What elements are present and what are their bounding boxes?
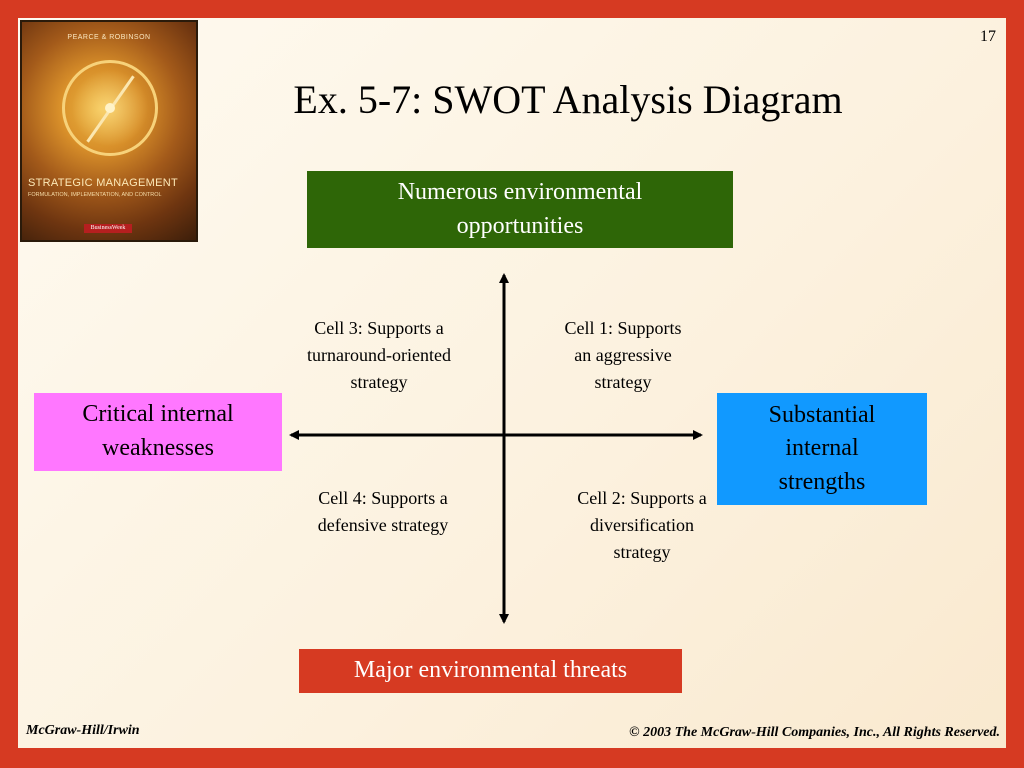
cell-4-label: Cell 4: Supports a defensive strategy <box>290 485 476 539</box>
businessweek-logo: BusinessWeek <box>84 224 132 233</box>
cell-1-line-3: strategy <box>594 372 652 392</box>
cell-4-line-1: Cell 4: Supports a <box>318 488 448 508</box>
threats-box: Major environmental threats <box>299 649 682 693</box>
cell-2-line-2: diversification <box>590 515 694 535</box>
opportunities-line-2: opportunities <box>456 212 584 239</box>
opportunities-box: Numerous environmental opportunities <box>307 171 733 248</box>
weaknesses-box: Critical internal weaknesses <box>34 393 282 471</box>
strengths-line-1: Substantial <box>768 401 876 428</box>
book-cover-subtitle: FORMULATION, IMPLEMENTATION, AND CONTROL <box>28 192 162 198</box>
cell-2-line-3: strategy <box>613 542 671 562</box>
book-cover-title: STRATEGIC MANAGEMENT <box>28 177 179 189</box>
cell-1-line-1: Cell 1: Supports <box>564 318 682 338</box>
strengths-line-2: internal <box>785 435 859 462</box>
cell-3-line-1: Cell 3: Supports a <box>314 318 444 338</box>
cell-2-label: Cell 2: Supports a diversification strat… <box>550 485 734 566</box>
book-cover-author: PEARCE & ROBINSON <box>67 34 151 41</box>
compass-icon <box>62 60 158 156</box>
page-number: 17 <box>980 28 996 45</box>
cell-3-label: Cell 3: Supports a turnaround-oriented s… <box>280 315 478 396</box>
strengths-line-3: strengths <box>778 468 866 495</box>
weaknesses-line-1: Critical internal <box>82 401 234 428</box>
cell-1-line-2: an aggressive <box>574 345 672 365</box>
book-cover-image: PEARCE & ROBINSON STRATEGIC MANAGEMENT F… <box>20 20 198 242</box>
opportunities-line-1: Numerous environmental <box>397 178 643 205</box>
weaknesses-line-2: weaknesses <box>102 435 214 461</box>
threats-label: Major environmental threats <box>353 657 628 684</box>
cell-1-label: Cell 1: Supports an aggressive strategy <box>539 315 707 396</box>
cell-2-line-1: Cell 2: Supports a <box>577 488 707 508</box>
cell-4-line-2: defensive strategy <box>317 515 449 535</box>
slide: PEARCE & ROBINSON STRATEGIC MANAGEMENT F… <box>18 18 1006 748</box>
cell-3-line-3: strategy <box>350 372 408 392</box>
publisher-footer: McGraw-Hill/Irwin <box>26 723 140 738</box>
cell-3-line-2: turnaround-oriented <box>307 345 451 365</box>
slide-title: Ex. 5-7: SWOT Analysis Diagram <box>293 77 843 122</box>
strengths-box: Substantial internal strengths <box>717 393 927 505</box>
copyright-footer: © 2003 The McGraw-Hill Companies, Inc., … <box>629 725 1000 740</box>
